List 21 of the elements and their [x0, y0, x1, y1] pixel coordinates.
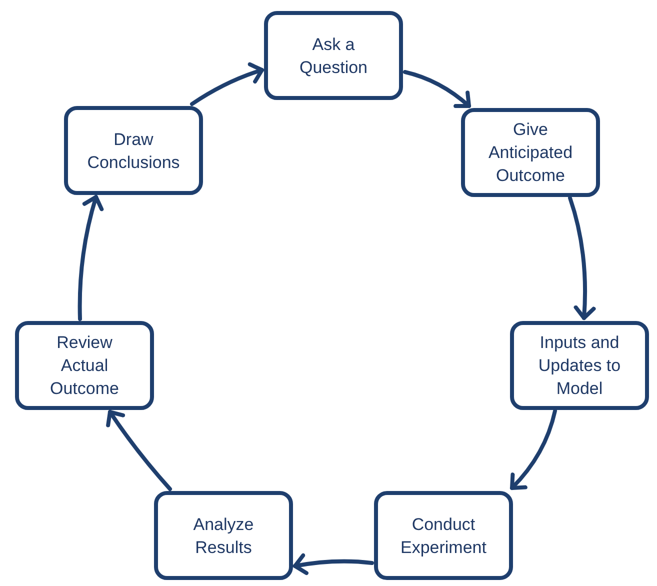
arrow	[403, 70, 471, 108]
arrow	[293, 553, 374, 576]
box-label: Draw Conclusions	[86, 128, 181, 174]
arrow	[568, 196, 596, 320]
arrow	[510, 409, 557, 490]
process-box	[15, 321, 154, 410]
arrow	[106, 410, 172, 491]
process-box	[64, 106, 203, 195]
box-label: Inputs and Updates to Model	[537, 332, 622, 400]
box-label: Ask a Question	[298, 34, 369, 78]
box-label: Give Anticipated Outcome	[487, 119, 574, 187]
process-box	[461, 108, 600, 197]
arrow	[78, 195, 104, 321]
box-label: Review Actual Outcome	[49, 332, 120, 400]
box-label: Conduct Experiment	[400, 514, 488, 558]
process-box	[510, 321, 649, 410]
process-box	[264, 11, 403, 100]
arrow	[190, 62, 264, 106]
process-box	[154, 491, 293, 580]
process-box	[374, 491, 513, 580]
box-label: Analyze Results	[192, 514, 255, 558]
